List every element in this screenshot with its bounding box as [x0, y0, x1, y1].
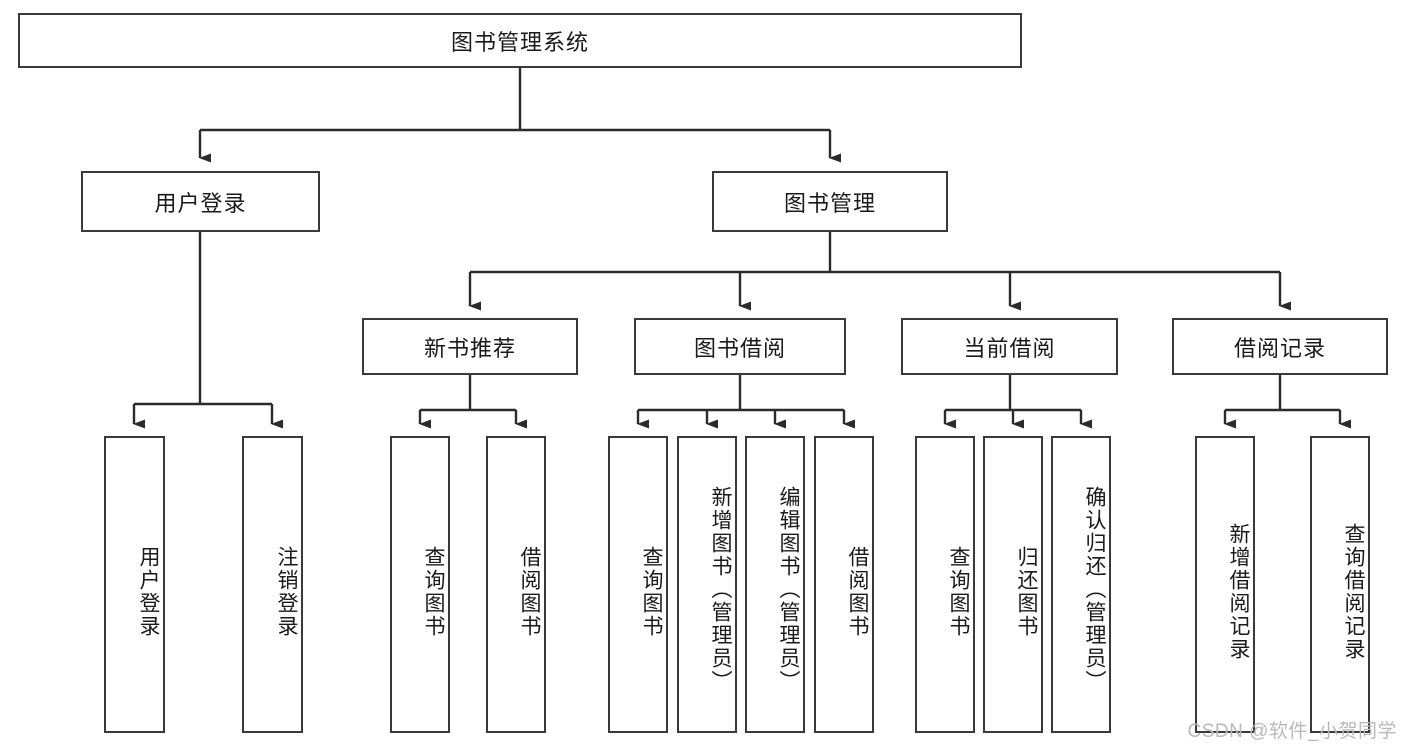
node-label: 借阅记录	[1233, 335, 1326, 361]
node-label: 新增借阅记录	[1227, 522, 1250, 661]
node-new-book-recommend[interactable]: 新书推荐	[362, 318, 578, 375]
node-label: 查询图书	[422, 545, 445, 638]
node-label: 确认归还（管理员）	[1083, 486, 1106, 693]
node-user-login[interactable]: 用户登录	[81, 171, 320, 232]
leaf-user-login-signin[interactable]: 用户登录	[104, 436, 165, 733]
leaf-current-confirm-return-admin[interactable]: 确认归还（管理员）	[1051, 436, 1111, 733]
leaf-borrow-edit-book-admin[interactable]: 编辑图书（管理员）	[745, 436, 805, 733]
leaf-borrow-add-book-admin[interactable]: 新增图书（管理员）	[677, 436, 737, 733]
node-label: 归还图书	[1015, 545, 1038, 638]
node-label: 查询借阅记录	[1342, 522, 1365, 661]
leaf-records-add-record[interactable]: 新增借阅记录	[1195, 436, 1255, 733]
node-book-management[interactable]: 图书管理	[712, 171, 948, 232]
leaf-user-login-signout[interactable]: 注销登录	[242, 436, 303, 733]
node-label: 用户登录	[154, 190, 247, 216]
node-label: 查询图书	[640, 545, 663, 638]
node-label: 新书推荐	[423, 335, 516, 361]
watermark-text: CSDN @软件_小贺同学	[1187, 721, 1397, 742]
leaf-new-book-borrow[interactable]: 借阅图书	[486, 436, 546, 733]
leaf-records-query-record[interactable]: 查询借阅记录	[1310, 436, 1370, 733]
node-book-borrow[interactable]: 图书借阅	[634, 318, 846, 375]
leaf-current-return-book[interactable]: 归还图书	[983, 436, 1043, 733]
leaf-current-query-book[interactable]: 查询图书	[915, 436, 975, 733]
leaf-new-book-query[interactable]: 查询图书	[390, 436, 450, 733]
node-label: 注销登录	[275, 545, 298, 638]
node-label: 借阅图书	[846, 545, 869, 638]
leaf-borrow-borrow-book[interactable]: 借阅图书	[814, 436, 874, 733]
node-label: 借阅图书	[518, 545, 541, 638]
node-current-borrow[interactable]: 当前借阅	[901, 318, 1118, 375]
node-root-book-management-system[interactable]: 图书管理系统	[18, 13, 1022, 68]
leaf-borrow-query-book[interactable]: 查询图书	[608, 436, 668, 733]
node-label: 用户登录	[137, 545, 160, 638]
node-borrow-records[interactable]: 借阅记录	[1172, 318, 1388, 375]
node-label: 图书管理	[783, 190, 876, 216]
node-label: 图书管理系统	[450, 29, 589, 55]
node-label: 新增图书（管理员）	[709, 486, 732, 693]
node-label: 图书借阅	[693, 335, 786, 361]
node-label: 当前借阅	[963, 335, 1056, 361]
node-label: 查询图书	[947, 545, 970, 638]
node-label: 编辑图书（管理员）	[777, 486, 800, 693]
